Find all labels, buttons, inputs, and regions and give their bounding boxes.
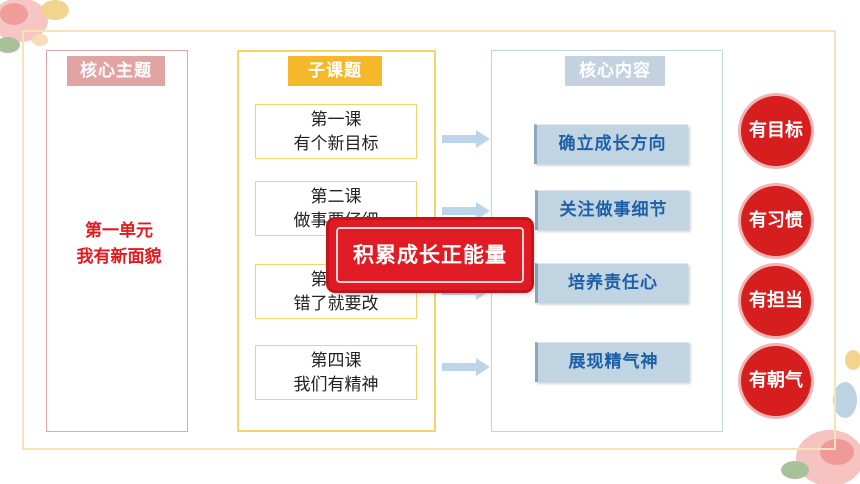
content-scroll-3: 培养责任心: [535, 263, 688, 303]
content-scroll-2: 关注做事细节: [535, 190, 689, 230]
lesson-title: 有个新目标: [293, 134, 379, 154]
arrow-right-icon: [442, 130, 490, 148]
lesson-number: 第四课: [310, 351, 362, 371]
core-theme-column: [46, 50, 188, 432]
slide-frame: [22, 30, 836, 450]
unit-number: 第一单元: [85, 221, 153, 241]
arrow-right-icon: [442, 202, 490, 220]
quality-circle-2: 有习惯: [741, 186, 811, 256]
lesson-number: 第一课: [310, 110, 362, 130]
core-content-header: 核心内容: [565, 56, 665, 86]
quality-circle-1: 有目标: [741, 96, 811, 166]
core-theme-header: 核心主题: [67, 56, 165, 86]
lesson-title: 我们有精神: [293, 375, 379, 395]
quality-circle-4: 有朝气: [741, 346, 811, 416]
arrow-right-icon: [442, 358, 490, 376]
lesson-box-1: 第一课 有个新目标: [255, 104, 417, 159]
lesson-title: 错了就要改: [293, 294, 379, 314]
seal-stamp: 积累成长正能量: [329, 220, 531, 290]
unit-name: 我有新面貌: [76, 247, 162, 267]
quality-circle-3: 有担当: [741, 266, 811, 336]
flower-decoration-top-left: [0, 0, 69, 53]
unit-title: 第一单元 我有新面貌: [54, 218, 184, 270]
content-scroll-4: 展现精气神: [535, 342, 689, 382]
content-scroll-1: 确立成长方向: [534, 124, 688, 164]
sub-topic-header: 子课题: [288, 56, 382, 86]
flower-decoration-bottom-right: [781, 350, 860, 484]
lesson-box-4: 第四课 我们有精神: [255, 345, 417, 400]
lesson-number: 第二课: [310, 187, 362, 207]
stamp-text: 积累成长正能量: [336, 227, 524, 283]
